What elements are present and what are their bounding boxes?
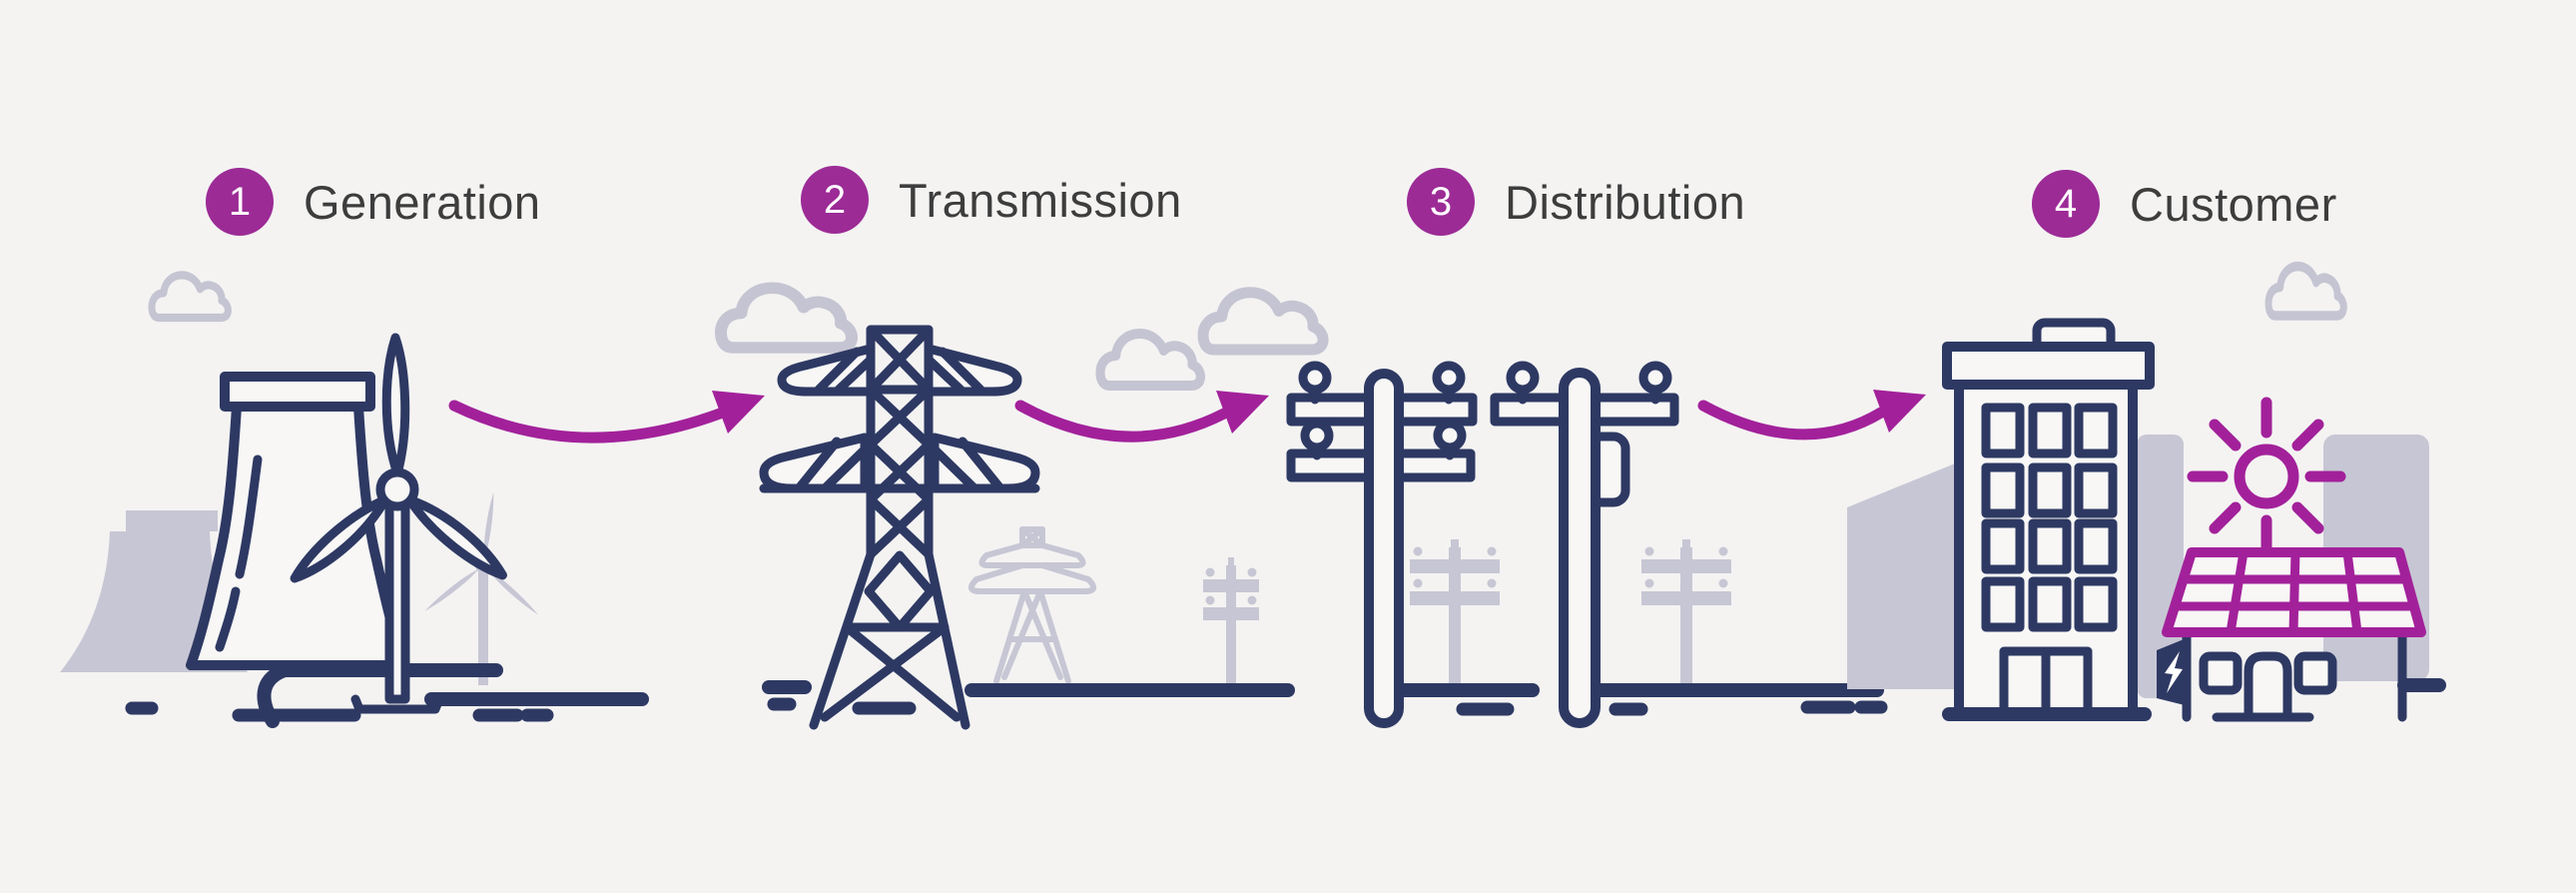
customer-scene xyxy=(1942,267,2446,722)
cloud-icon xyxy=(1100,334,1200,386)
door-icon xyxy=(2244,651,2292,722)
stage-header-transmission: 2 Transmission xyxy=(801,166,1182,234)
solar-house-icon xyxy=(2157,547,2446,722)
apartment-building-icon xyxy=(1942,318,2155,721)
stage-number-badge: 1 xyxy=(206,168,274,236)
stage-number-badge: 3 xyxy=(1407,168,1475,236)
wind-turbine-icon xyxy=(290,333,507,714)
transmission-tower-silhouette xyxy=(967,526,1097,684)
utility-pole-icon xyxy=(1490,361,1679,728)
distribution-scene xyxy=(1286,361,1955,728)
stage-label: Transmission xyxy=(899,173,1182,227)
stage-label: Distribution xyxy=(1505,175,1746,229)
utility-pole-icon xyxy=(1286,361,1478,728)
utility-pole-silhouette xyxy=(1641,539,1731,683)
stage-number-badge: 4 xyxy=(2032,170,2100,238)
building-silhouette xyxy=(1847,463,1955,689)
insulator-icon xyxy=(1506,361,1672,405)
transmission-tower-icon xyxy=(759,325,1040,730)
transmission-scene xyxy=(721,288,1323,730)
door-icon xyxy=(1999,646,2093,717)
sun-icon xyxy=(2187,397,2346,556)
window-icon xyxy=(1981,403,2118,632)
flow-arrows xyxy=(448,390,1926,444)
solar-panel-icon xyxy=(2162,547,2426,637)
flow-arrow-icon xyxy=(448,391,765,444)
stage-label: Customer xyxy=(2130,177,2337,231)
utility-pole-silhouette xyxy=(1410,539,1500,683)
stage-number-badge: 2 xyxy=(801,166,869,234)
insulator-icon xyxy=(1298,361,1467,460)
stage-label: Generation xyxy=(304,175,541,229)
stage-header-customer: 4 Customer xyxy=(2032,170,2337,238)
flow-arrow-icon xyxy=(1014,391,1269,443)
cloud-icon xyxy=(152,275,228,318)
stage-header-distribution: 3 Distribution xyxy=(1407,168,1745,236)
utility-pole-silhouette xyxy=(1203,557,1259,683)
generation-scene xyxy=(60,275,649,728)
window-icon xyxy=(2293,651,2337,695)
cloud-icon xyxy=(1203,293,1323,350)
electric-meter-icon xyxy=(2157,637,2189,706)
flow-arrow-icon xyxy=(1697,390,1926,441)
window-icon xyxy=(2199,651,2243,695)
cloud-icon xyxy=(721,288,852,348)
cloud-icon xyxy=(2268,267,2343,316)
stage-header-generation: 1 Generation xyxy=(206,168,541,236)
